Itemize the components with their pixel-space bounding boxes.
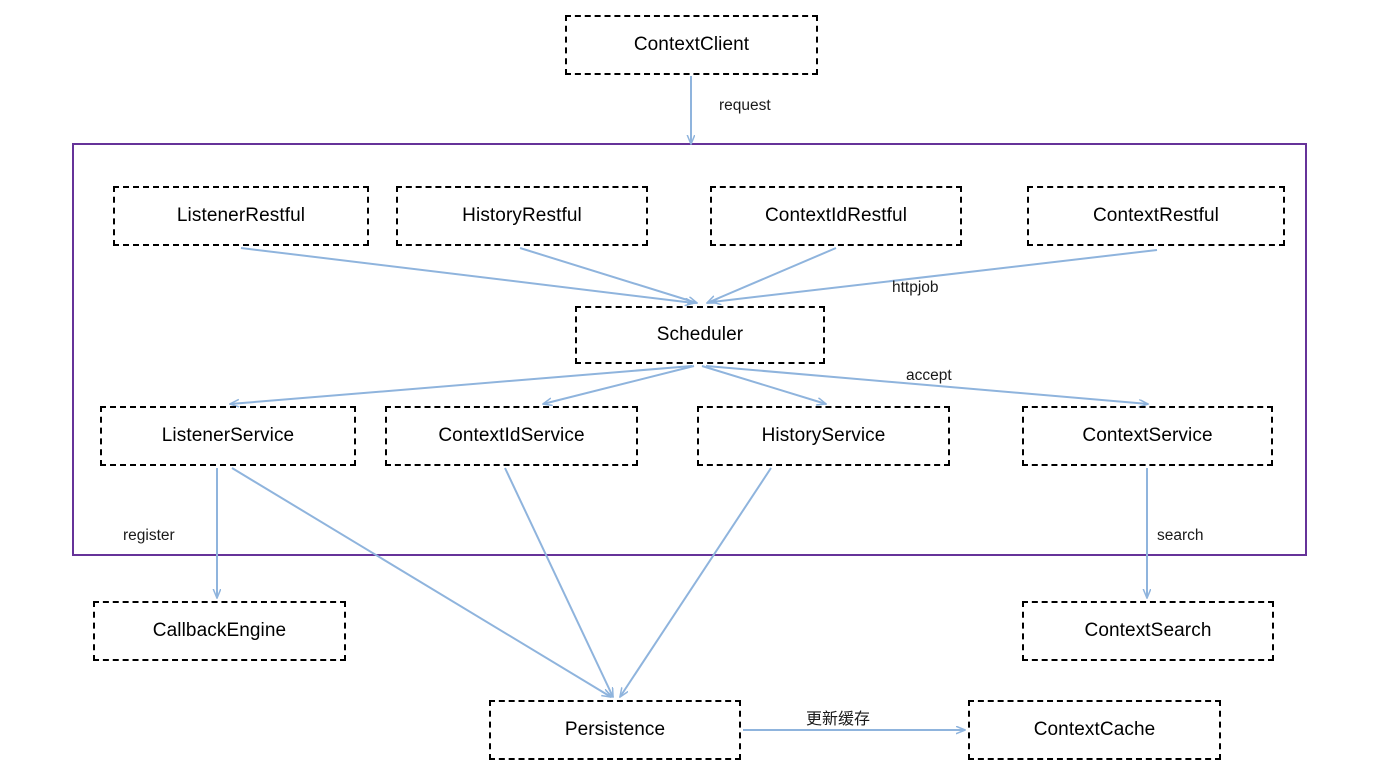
node-label: HistoryService (761, 425, 886, 446)
node-context-cache[interactable]: ContextCache (968, 700, 1221, 760)
node-label: CallbackEngine (152, 620, 287, 641)
node-context-service[interactable]: ContextService (1022, 406, 1273, 466)
node-label: ContextIdRestful (764, 205, 908, 226)
node-context-id-restful[interactable]: ContextIdRestful (710, 186, 962, 246)
node-label: Scheduler (656, 324, 744, 345)
node-context-client[interactable]: ContextClient (565, 15, 818, 75)
edge-label-httpjob: httpjob (892, 279, 939, 296)
node-label: ListenerRestful (176, 205, 306, 226)
edge-label-accept: accept (906, 367, 952, 384)
node-scheduler[interactable]: Scheduler (575, 306, 825, 364)
node-context-restful[interactable]: ContextRestful (1027, 186, 1285, 246)
edge-label-update-cache: 更新缓存 (806, 709, 871, 728)
node-persistence[interactable]: Persistence (489, 700, 741, 760)
node-label: ContextRestful (1092, 205, 1219, 226)
node-label: ContextClient (633, 34, 750, 55)
node-label: ListenerService (161, 425, 295, 446)
node-label: HistoryRestful (462, 205, 582, 226)
edge-label-request: request (719, 97, 771, 114)
node-history-service[interactable]: HistoryService (697, 406, 950, 466)
node-context-search[interactable]: ContextSearch (1022, 601, 1274, 661)
node-label: ContextService (1082, 425, 1213, 446)
node-history-restful[interactable]: HistoryRestful (396, 186, 648, 246)
edge-label-register: register (123, 527, 175, 544)
node-callback-engine[interactable]: CallbackEngine (93, 601, 346, 661)
node-label: Persistence (564, 719, 666, 740)
node-label: ContextIdService (438, 425, 585, 446)
node-label: ContextCache (1033, 719, 1156, 740)
node-listener-service[interactable]: ListenerService (100, 406, 356, 466)
node-context-id-service[interactable]: ContextIdService (385, 406, 638, 466)
node-listener-restful[interactable]: ListenerRestful (113, 186, 369, 246)
edge-label-search: search (1157, 527, 1204, 544)
node-label: ContextSearch (1084, 620, 1212, 641)
